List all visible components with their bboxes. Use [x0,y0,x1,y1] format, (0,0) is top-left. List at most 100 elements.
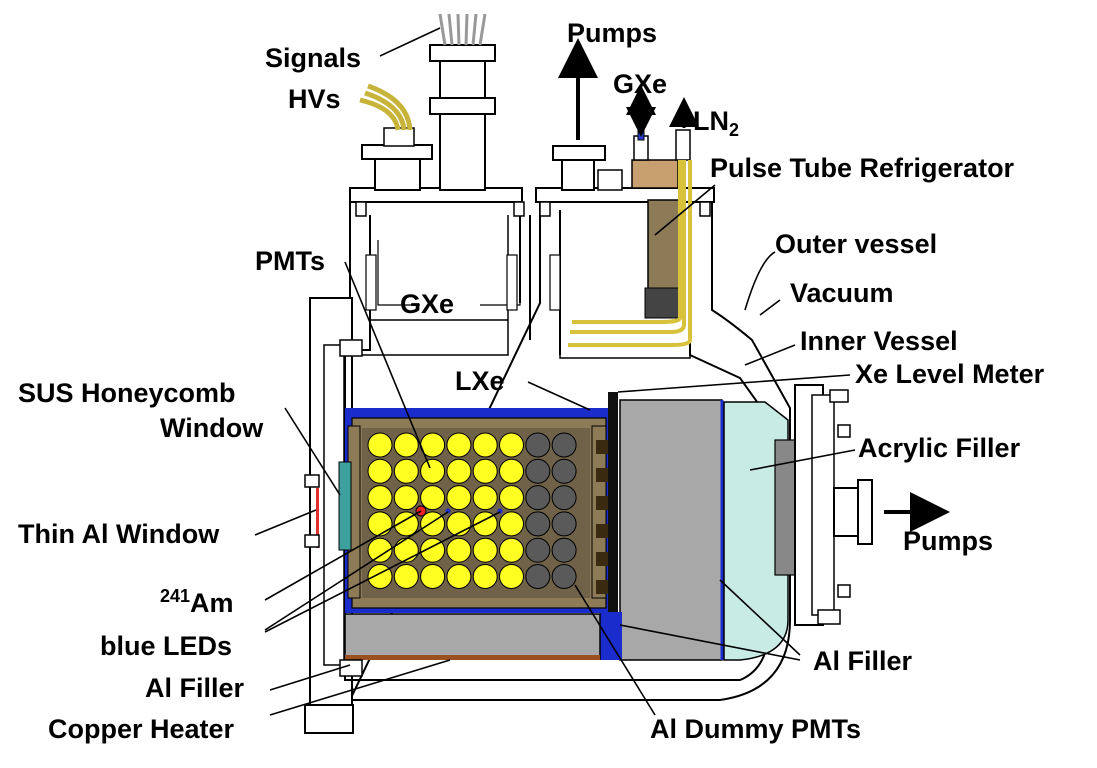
blue-bottom [600,612,622,660]
label-al-filler-right: Al Filler [813,646,913,676]
right-pump-flange [857,479,873,545]
label-pmts: PMTs [255,246,325,276]
right-pump-pipe [833,487,861,537]
honeycomb-window [338,461,352,551]
pmt-circle-icon [472,564,498,589]
inner-vessel-neck-step-r [480,240,521,306]
ptr-tube [647,199,683,291]
pmt-bases [596,440,608,594]
top-flange-left [349,187,523,203]
pmt-circle-icon [525,432,551,458]
pump-port-body [561,159,595,191]
pmt-circle-icon [393,564,419,589]
pmt-circle-icon [367,485,393,511]
top-flange-right [535,187,715,203]
pmt-circle-icon [472,537,498,563]
right-bolt-1 [817,609,841,625]
hv-port-cap [383,127,415,147]
left-bolt-2 [339,659,363,677]
pmt-circle-icon [367,458,393,484]
top-flange-bolt-mid [513,201,525,217]
pmt-circle-icon [499,458,524,484]
pmt-circle-icon [472,432,498,458]
level-meter [608,392,618,647]
pmt-circle-icon [446,485,472,511]
label-vacuum: Vacuum [790,278,894,308]
left-bolt-4 [304,534,320,548]
pmt-circle-icon [367,511,393,537]
pmt-circle-icon [551,432,577,458]
pmt-circle-icon [393,511,419,537]
left-bolt-1 [339,339,363,357]
bellows-right [506,254,518,311]
pmt-circle-icon [499,564,524,589]
inner-vessel-neck-step-l [377,240,420,306]
ln2-line [675,129,691,161]
pmt-circle-icon [446,432,472,458]
label-level-meter: Xe Level Meter [855,359,1045,389]
bellows-left [365,254,377,311]
pmt-circle-icon [446,458,472,484]
small-valve [597,169,623,191]
label-inner-vessel: Inner Vessel [800,326,958,356]
right-bolt-3 [837,424,851,438]
pmt-circle-icon [525,511,551,537]
pmt-circle-icon [499,511,524,537]
pmt-circle-icon [499,485,524,511]
al-filler-bottom [344,613,601,660]
label-acrylic: Acrylic Filler [858,433,1021,463]
pmt-circle-icon [551,564,577,589]
hv-cables [359,83,413,131]
pmt-circle-icon [499,432,524,458]
copper-heater [345,655,600,660]
signal-port-flange-mid [429,97,496,115]
pmt-circle-icon [499,537,524,563]
label-am: 241Am [160,586,234,618]
label-thin-al: Thin Al Window [18,519,220,549]
hv-port-flange [361,144,433,160]
label-blue-leds: blue LEDs [100,631,232,661]
pmt-circle-icon [525,564,551,589]
pmt-circle-icon [393,485,419,511]
top-flange-bolt-mid2 [539,201,551,217]
top-flange-bolt-right [699,201,711,217]
bellows-right2 [549,254,561,311]
label-pumps-top: Pumps [567,18,657,48]
pmt-circle-icon [446,564,472,589]
pmt-circle-icon [551,458,577,484]
ln2-coil [568,160,692,347]
pmt-circle-icon [420,564,446,589]
pmt-circle-icon [551,537,577,563]
pmt-circle-icon [525,537,551,563]
pmt-circle-icon [393,432,419,458]
pmt-circle-icon [420,485,446,511]
label-sus-2: Window [160,413,264,443]
pmt-circle-icon [472,458,498,484]
pmt-circle-icon [393,537,419,563]
pmt-circle-icon [551,485,577,511]
pmt-circle-icon [367,432,393,458]
right-end-plate [811,394,835,616]
pmt-circle-icon [525,458,551,484]
pmt-circle-icon [551,511,577,537]
right-bolt-2 [829,389,849,403]
label-pumps-right: Pumps [903,526,993,556]
pmt-grid [367,432,577,589]
hv-port-body [374,157,421,191]
left-bolt-3 [304,474,320,488]
label-hvs: HVs [288,84,341,114]
pmt-circle-icon [472,485,498,511]
label-copper-heater: Copper Heater [48,714,235,744]
signal-cables [438,13,487,46]
leader-lines [254,27,856,716]
pmt-circle-icon [446,537,472,563]
signal-port-tube [439,59,486,191]
pmt-circle-icon [420,458,446,484]
label-al-filler-left: Al Filler [145,673,245,703]
pmt-circle-icon [367,537,393,563]
right-bolt-4 [837,584,851,598]
label-ln2: LN2 [693,106,739,140]
thin-al-window [316,488,319,548]
label-signals: Signals [265,43,361,73]
